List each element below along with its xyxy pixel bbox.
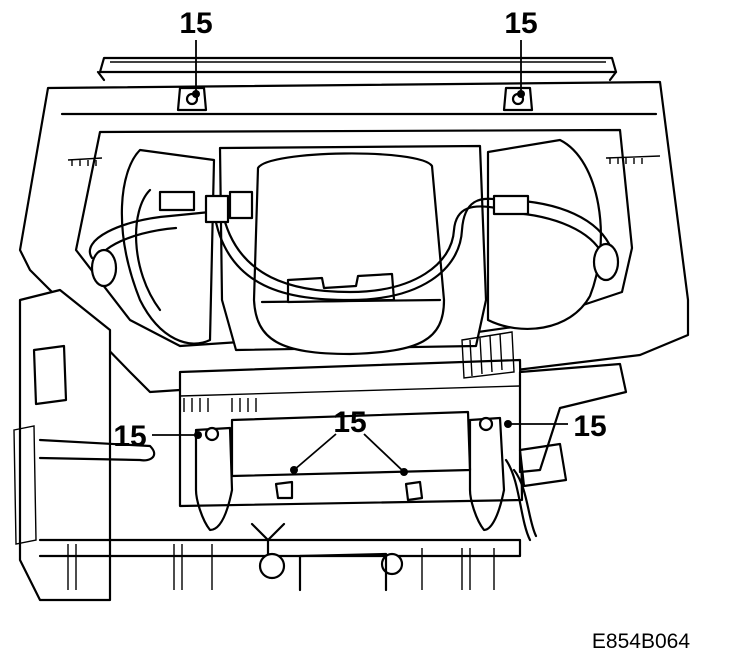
top-rail xyxy=(96,56,618,82)
callout-15-center: 15 xyxy=(333,406,366,439)
fastener-top-right xyxy=(502,86,534,112)
fastener-left xyxy=(204,426,220,442)
figure-code: E854B064 xyxy=(592,630,690,653)
callout-15-left: 15 xyxy=(113,420,146,453)
right-assembly xyxy=(468,362,628,542)
lower-housing xyxy=(178,331,524,508)
blower-opening xyxy=(218,144,488,356)
callout-15-right: 15 xyxy=(573,410,606,443)
fastener-right xyxy=(478,416,494,432)
leader-lines xyxy=(152,40,568,476)
fastener-top-left xyxy=(176,86,208,112)
left-assembly xyxy=(13,288,234,602)
fastener-center-left xyxy=(274,480,294,500)
wiring-harness xyxy=(158,190,530,302)
callout-15-top-left: 15 xyxy=(179,7,212,40)
right-duct xyxy=(486,138,620,330)
fastener-center-right xyxy=(404,480,424,502)
callout-15-top-right: 15 xyxy=(504,7,537,40)
base xyxy=(38,522,522,592)
